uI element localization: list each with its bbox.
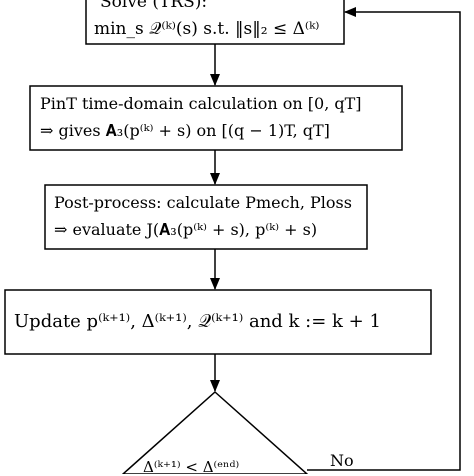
solve-trs-box [85, 0, 345, 45]
update-box [4, 289, 432, 355]
pint-line1: PinT time-domain calculation on [0, qT] [40, 94, 362, 113]
post-process-line2: ⇒ evaluate J(𝐀₃(p⁽ᵏ⁾ + s), p⁽ᵏ⁾ + s) [54, 220, 318, 239]
loop-back-arrow [307, 7, 461, 471]
post-process-line1: Post-process: calculate Pmech, Ploss [54, 193, 352, 212]
solve-trs-line1: Solve (TRS): [100, 0, 208, 12]
decision-diamond [121, 390, 309, 474]
pint-calculation-box [29, 85, 403, 151]
pint-line2: ⇒ gives 𝐀₃(p⁽ᵏ⁾ + s) on [(q − 1)T, qT] [40, 121, 330, 140]
solve-trs-line2: min_s 𝒬⁽ᵏ⁾(s) s.t. ‖s‖₂ ≤ Δ⁽ᵏ⁾ [94, 19, 320, 39]
loop-no-label: No [330, 451, 354, 470]
post-process-box [44, 184, 368, 250]
update-line: Update p⁽ᵏ⁺¹⁾, Δ⁽ᵏ⁺¹⁾, 𝒬⁽ᵏ⁺¹⁾ and k := k… [14, 311, 381, 332]
decision-condition: Δ⁽ᵏ⁺¹⁾ < Δ⁽ᵉⁿᵈ⁾ [143, 458, 240, 476]
